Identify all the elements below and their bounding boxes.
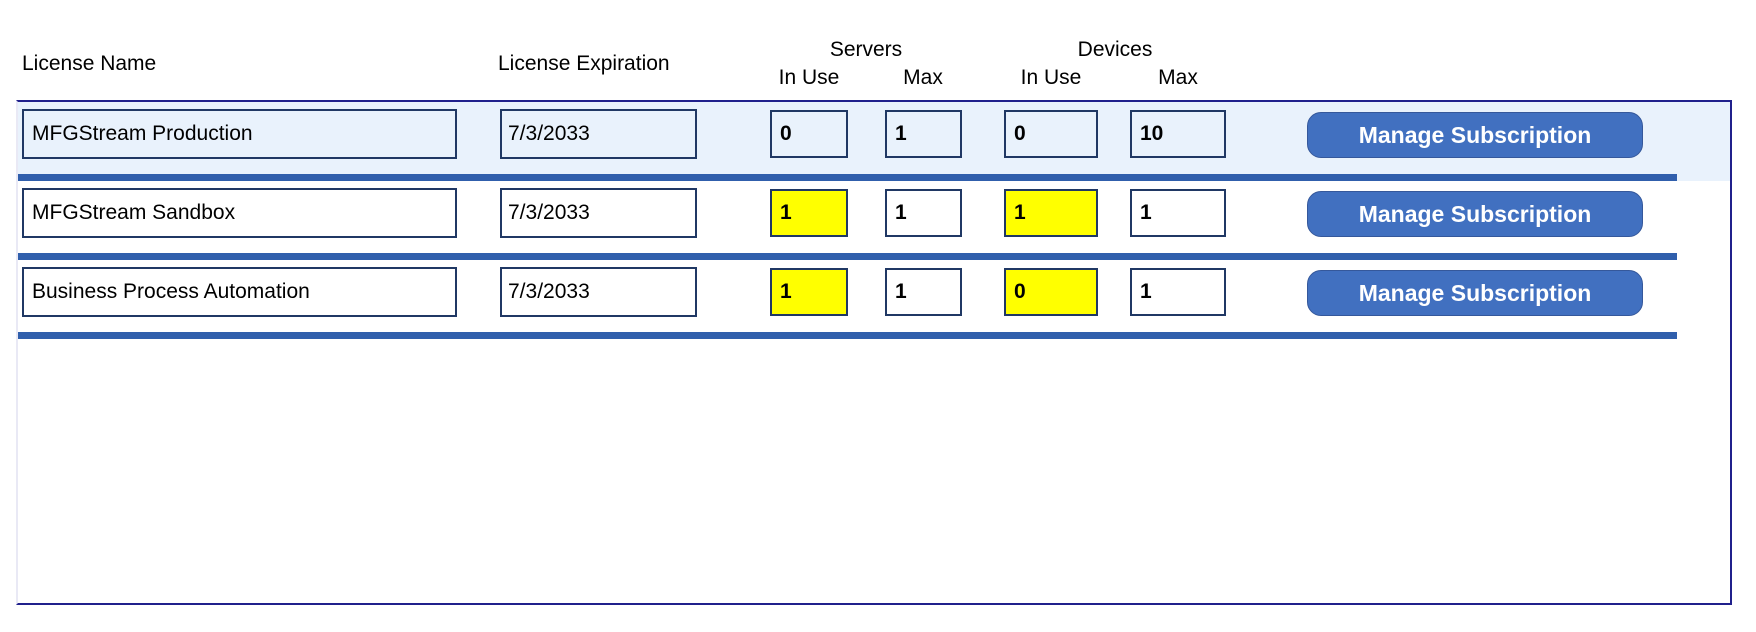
license-name-field[interactable]: MFGStream Sandbox — [22, 188, 457, 238]
devices-max-cell[interactable]: 1 — [1130, 189, 1226, 237]
license-expiration-field[interactable]: 7/3/2033 — [500, 267, 697, 317]
devices-max-cell[interactable]: 1 — [1130, 268, 1226, 316]
row-divider — [18, 253, 1677, 260]
devices-in-use-cell[interactable]: 0 — [1004, 110, 1098, 158]
license-name-field[interactable]: Business Process Automation — [22, 267, 457, 317]
servers-in-use-header: In Use — [778, 66, 840, 89]
license-expiration-header: License Expiration — [498, 52, 670, 75]
row-divider — [18, 174, 1677, 181]
devices-group-header: Devices — [1077, 38, 1153, 61]
license-name-header: License Name — [22, 52, 157, 75]
servers-in-use-cell[interactable]: 1 — [770, 268, 848, 316]
servers-in-use-cell[interactable]: 0 — [770, 110, 848, 158]
devices-in-use-header: In Use — [1020, 66, 1082, 89]
license-row[interactable]: Business Process Automation 7/3/2033 1 1… — [18, 260, 1730, 339]
manage-subscription-button[interactable]: Manage Subscription — [1307, 270, 1643, 316]
servers-max-cell[interactable]: 1 — [885, 268, 962, 316]
devices-in-use-cell[interactable]: 1 — [1004, 189, 1098, 237]
devices-max-header: Max — [1158, 66, 1198, 89]
servers-group-header: Servers — [829, 38, 903, 61]
license-expiration-field[interactable]: 7/3/2033 — [500, 188, 697, 238]
row-divider — [18, 332, 1677, 339]
servers-max-cell[interactable]: 1 — [885, 189, 962, 237]
license-row[interactable]: MFGStream Sandbox 7/3/2033 1 1 1 1 Manag… — [18, 181, 1730, 260]
license-expiration-field[interactable]: 7/3/2033 — [500, 109, 697, 159]
devices-in-use-cell[interactable]: 0 — [1004, 268, 1098, 316]
servers-in-use-cell[interactable]: 1 — [770, 189, 848, 237]
license-row[interactable]: MFGStream Production 7/3/2033 0 1 0 10 M… — [18, 102, 1730, 181]
manage-subscription-button[interactable]: Manage Subscription — [1307, 191, 1643, 237]
servers-max-header: Max — [903, 66, 943, 89]
devices-max-cell[interactable]: 10 — [1130, 110, 1226, 158]
license-name-field[interactable]: MFGStream Production — [22, 109, 457, 159]
manage-subscription-button[interactable]: Manage Subscription — [1307, 112, 1643, 158]
license-gallery: MFGStream Production 7/3/2033 0 1 0 10 M… — [16, 100, 1732, 605]
servers-max-cell[interactable]: 1 — [885, 110, 962, 158]
